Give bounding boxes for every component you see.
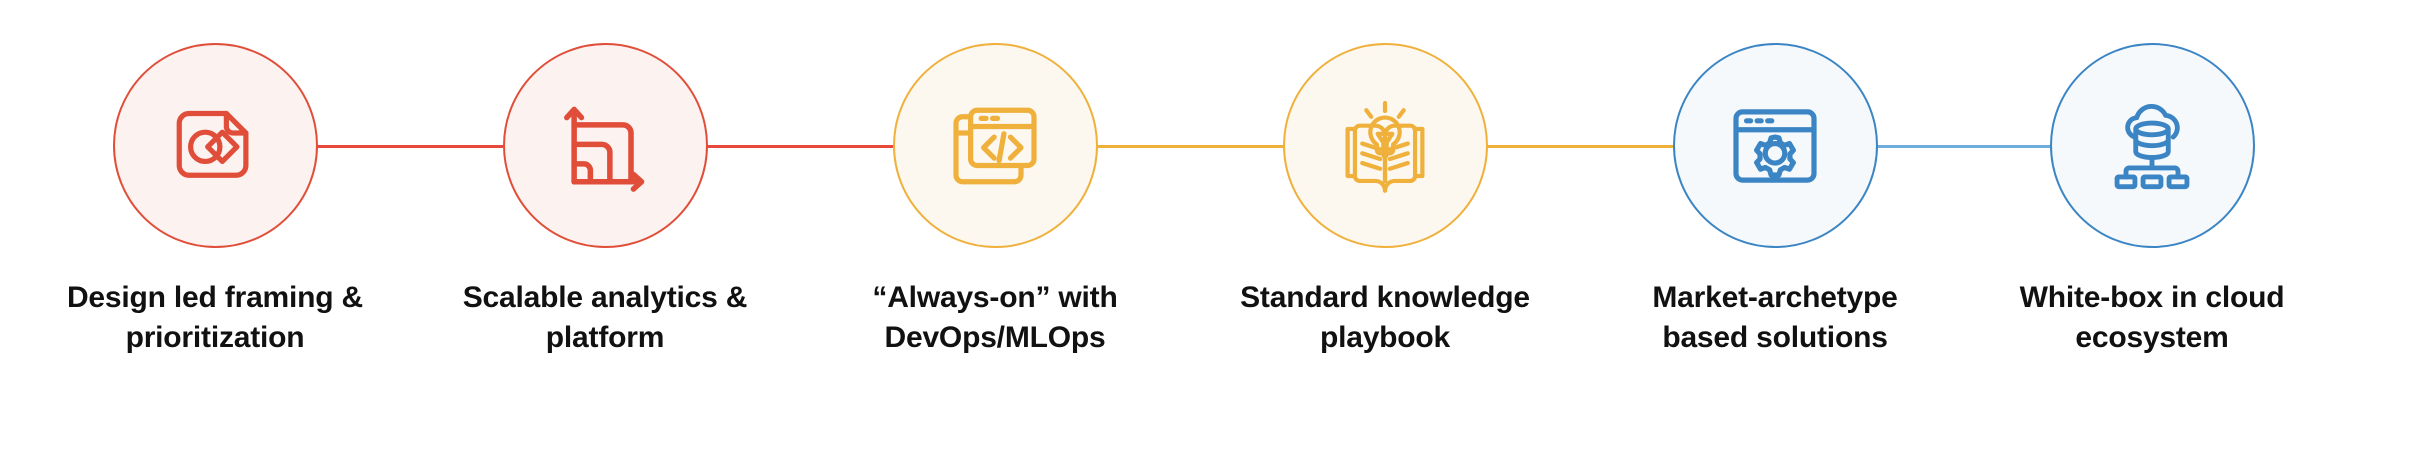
node-circle bbox=[892, 43, 1098, 248]
node-label-line-2: platform bbox=[545, 320, 665, 354]
node-label: White-box in cloud ecosystem bbox=[2002, 278, 2302, 357]
process-node-always-on-devops-mlops[interactable]: “Always-on” with DevOps/MLOps bbox=[865, 43, 1125, 357]
node-label: Market-archetype based solutions bbox=[1625, 278, 1925, 357]
node-label-line-2: based solutions bbox=[1662, 320, 1888, 354]
process-node-white-box-cloud-ecosystem[interactable]: White-box in cloud ecosystem bbox=[2020, 43, 2285, 357]
node-label-line-1: “Always-on” with bbox=[872, 281, 1118, 314]
open-book-lightbulb-icon bbox=[1333, 94, 1437, 198]
node-label: “Always-on” with DevOps/MLOps bbox=[845, 278, 1145, 357]
scaling-bar-chart-axes-icon bbox=[553, 94, 657, 198]
process-node-market-archetype-solutions[interactable]: Market-archetype based solutions bbox=[1645, 43, 1905, 357]
node-label: Design led framing & prioritization bbox=[65, 278, 365, 357]
node-label-line-1: Scalable analytics & bbox=[462, 281, 748, 314]
process-node-scalable-analytics[interactable]: Scalable analytics & platform bbox=[463, 43, 747, 357]
process-node-design-led-framing[interactable]: Design led framing & prioritization bbox=[67, 43, 363, 357]
node-label-line-2: ecosystem bbox=[2075, 320, 2229, 354]
connector-1-2 bbox=[317, 145, 503, 148]
node-circle bbox=[1672, 43, 1878, 248]
node-label-line-1: White-box in cloud bbox=[2019, 281, 2285, 314]
document-overlap-shapes-icon bbox=[163, 94, 267, 198]
node-circle bbox=[1282, 43, 1488, 248]
node-label-line-2: DevOps/MLOps bbox=[884, 320, 1106, 354]
connector-4-5 bbox=[1487, 145, 1673, 148]
code-window-icon bbox=[943, 94, 1047, 198]
node-label-line-1: Standard knowledge bbox=[1240, 281, 1530, 314]
node-label-line-2: playbook bbox=[1319, 320, 1451, 354]
node-label: Standard knowledge playbook bbox=[1235, 278, 1535, 357]
node-circle bbox=[112, 43, 318, 248]
connector-3-4 bbox=[1097, 145, 1283, 148]
node-label: Scalable analytics & platform bbox=[455, 278, 755, 357]
process-node-standard-knowledge-playbook[interactable]: Standard knowledge playbook bbox=[1240, 43, 1530, 357]
node-circle bbox=[2049, 43, 2255, 248]
node-label-line-1: Design led framing & bbox=[66, 281, 364, 314]
node-circle bbox=[502, 43, 708, 248]
cloud-database-network-icon bbox=[2100, 94, 2204, 198]
browser-window-gear-icon bbox=[1723, 94, 1827, 198]
node-label-line-1: Market-archetype bbox=[1652, 281, 1898, 314]
connector-2-3 bbox=[707, 145, 893, 148]
node-label-line-2: prioritization bbox=[125, 320, 305, 354]
connector-5-6 bbox=[1877, 145, 2050, 148]
